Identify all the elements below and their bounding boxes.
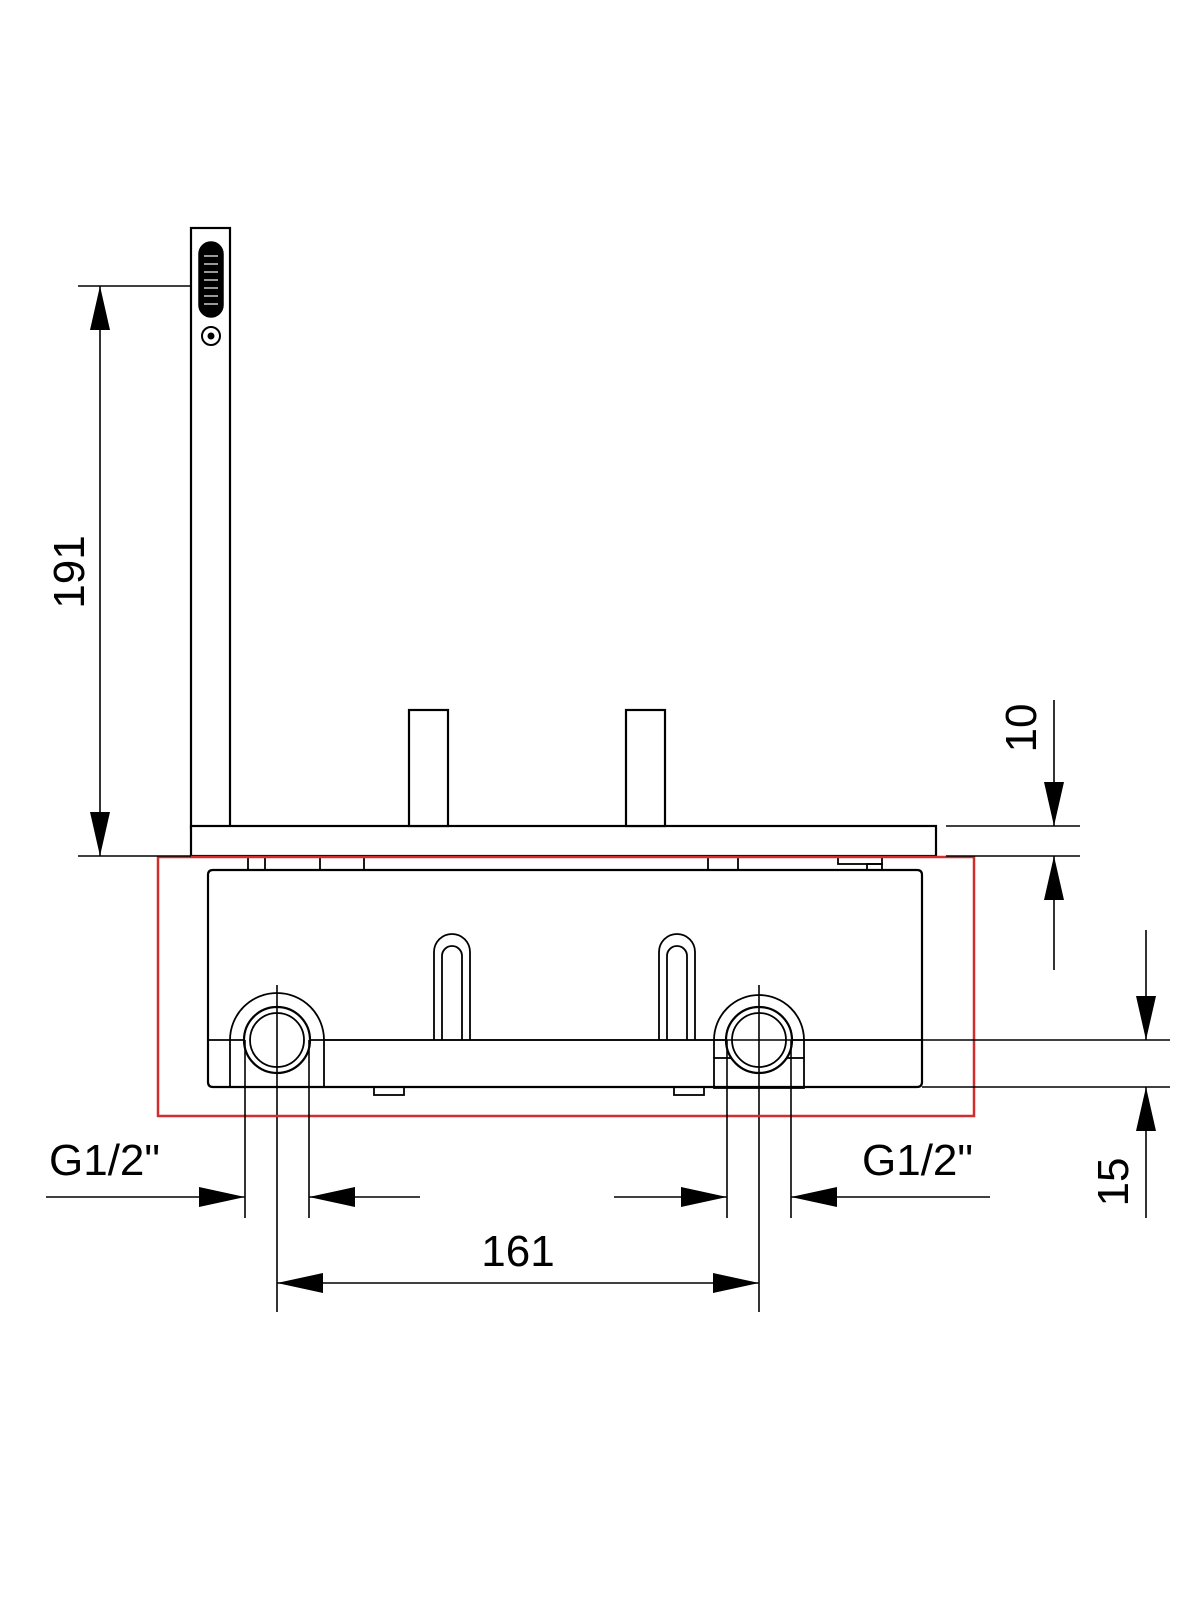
right-handle xyxy=(624,708,667,828)
dimension-10: 10 xyxy=(946,700,1080,970)
dim-161-label: 161 xyxy=(481,1227,554,1276)
dim-10-label: 10 xyxy=(997,704,1046,753)
right-slot xyxy=(658,933,696,1040)
dimension-15: 15 xyxy=(324,930,1170,1218)
dim-15-label: 15 xyxy=(1089,1158,1138,1207)
left-slot-inner xyxy=(441,945,463,1040)
shower-connector-center xyxy=(207,332,215,340)
concealed-body xyxy=(206,855,924,1312)
deck-plate-assembly xyxy=(189,708,938,858)
highlight-frame xyxy=(156,855,976,1118)
dim-191-label: 191 xyxy=(45,535,94,608)
thread-left-label: G1/2" xyxy=(49,1136,160,1185)
bottom-tab xyxy=(673,1086,705,1096)
valve-body xyxy=(206,868,924,1089)
shower-column xyxy=(189,226,232,830)
thread-right-label: G1/2" xyxy=(862,1136,973,1185)
left-handle xyxy=(407,708,450,828)
deck-plate xyxy=(189,824,938,858)
dimension-thread-left: G1/2" xyxy=(46,1040,420,1218)
shower-nozzle-grid xyxy=(204,255,218,305)
left-slot xyxy=(433,933,471,1040)
right-slot-inner xyxy=(666,945,688,1040)
bottom-tab xyxy=(373,1086,405,1096)
dimension-thread-right: G1/2" xyxy=(614,1040,990,1218)
dimension-191: 191 xyxy=(45,285,191,857)
dimension-161: 161 xyxy=(277,1227,759,1293)
